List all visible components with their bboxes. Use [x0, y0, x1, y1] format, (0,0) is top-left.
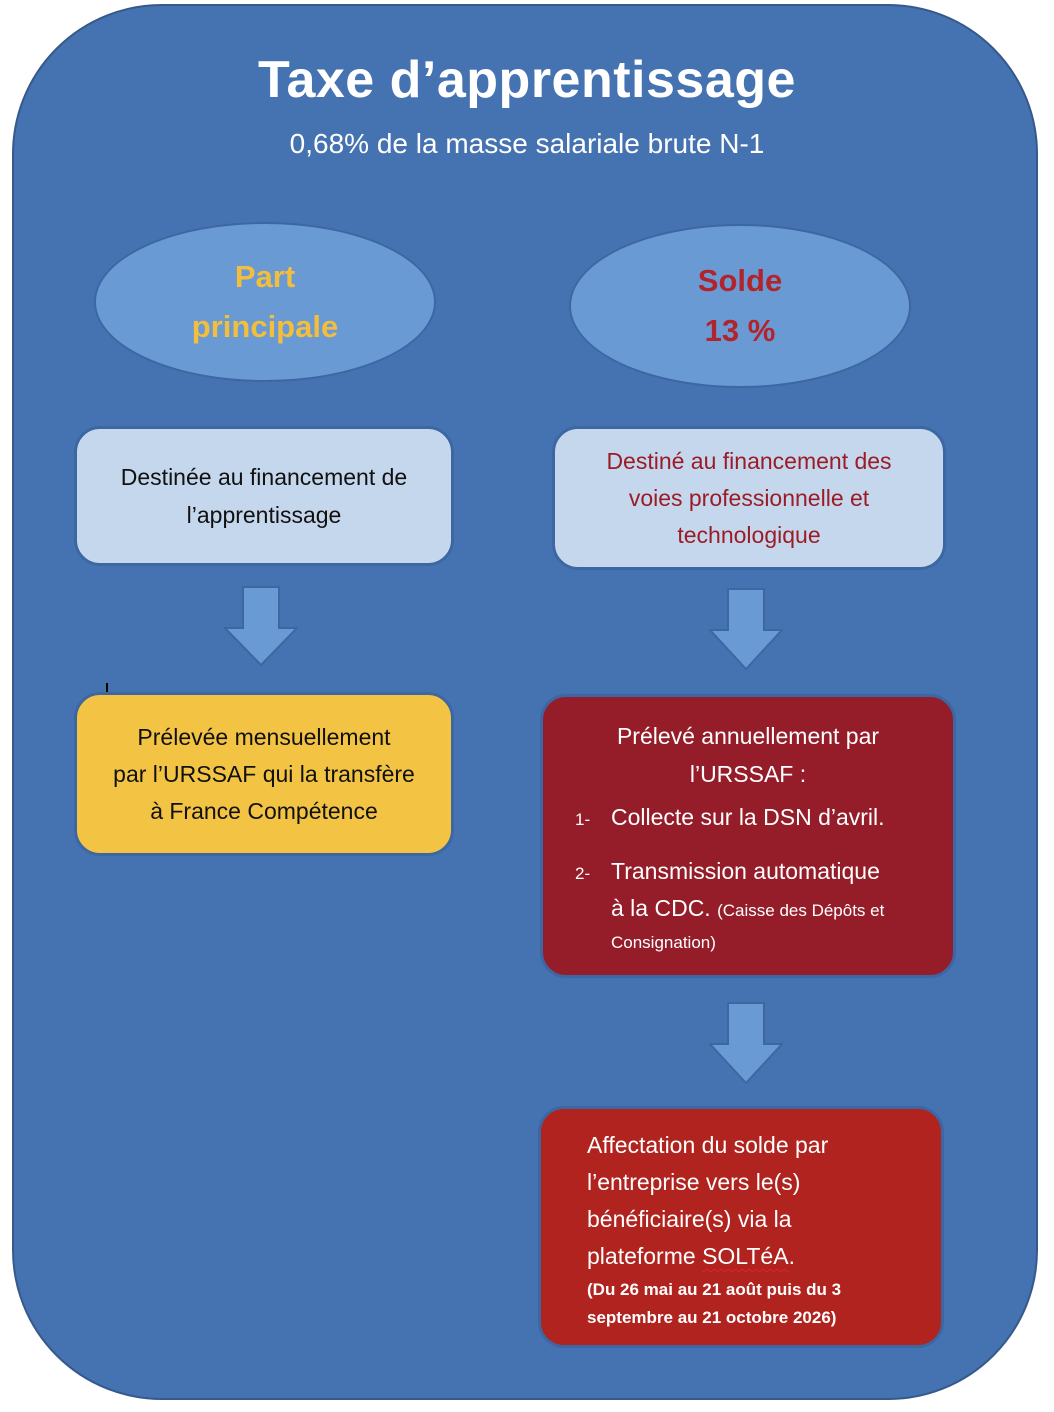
step-number: 1-: [575, 810, 591, 829]
solde-allocation-dates: (Du 26 mai au 21 août puis du 3 septembr…: [587, 1276, 933, 1332]
solde-allocation-line3: bénéficiaire(s) via la: [587, 1206, 792, 1232]
solde-label-line1: Solde: [697, 263, 783, 298]
solde-allocation-box: Affectation du solde par l’entreprise ve…: [538, 1106, 944, 1348]
solde-allocation-text: Affectation du solde par l’entreprise ve…: [587, 1127, 929, 1275]
part-principale-collection-line3: à France Compétence: [150, 797, 378, 824]
solde-allocation-line1: Affectation du solde par: [587, 1132, 829, 1158]
platform-prefix: plateforme: [587, 1243, 703, 1269]
step-text-line2: à la CDC. (Caisse des Dépôts et: [611, 890, 939, 929]
part-principale-label-line1: Part: [234, 259, 296, 294]
step-text: Transmission automatique à la CDC. (Cais…: [611, 853, 939, 957]
part-principale-collection-line2: par l’URSSAF qui la transfère: [113, 760, 415, 787]
solde-collection-box: Prélevé annuellement par l’URSSAF : 1- C…: [540, 694, 956, 978]
platform-suffix: .: [788, 1243, 795, 1269]
solde-allocation-dates-line1: (Du 26 mai au 21 août puis du 3: [587, 1280, 842, 1299]
part-principale-collection-box: Prélevée mensuellement par l’URSSAF qui …: [74, 692, 454, 856]
step-text-line2-main: à la CDC.: [611, 895, 711, 921]
diagram-title: Taxe d’apprentissage: [258, 51, 796, 109]
solde-allocation-dates-line2: septembre au 21 octobre 2026): [587, 1308, 837, 1327]
part-principale-label-line2: principale: [191, 309, 339, 344]
down-arrow-icon-right-1: [709, 588, 783, 670]
solde-collection-heading: Prélevé annuellement par l’URSSAF :: [543, 717, 953, 793]
solde-collection-heading-line2: l’URSSAF :: [689, 761, 807, 787]
part-principale-ellipse: Part principale: [94, 222, 436, 382]
step-number: 2-: [575, 864, 591, 883]
down-arrow-icon-right-2: [709, 1002, 783, 1084]
down-arrow-icon-left: [224, 586, 298, 666]
solde-description-line1: Destiné au financement des: [606, 447, 892, 474]
step-text: Collecte sur la DSN d’avril.: [611, 804, 885, 830]
solde-collection-heading-line1: Prélevé annuellement par: [616, 723, 880, 749]
solde-label-line2: 13 %: [704, 313, 776, 348]
solde-ellipse: Solde 13 %: [569, 224, 911, 388]
solde-allocation-line2: l’entreprise vers le(s): [587, 1169, 801, 1195]
part-principale-description-line1: Destinée au financement de: [120, 464, 408, 490]
part-principale-description-line2: l’apprentissage: [186, 502, 342, 528]
solde-allocation-line4: plateforme SOLTéA.: [587, 1238, 929, 1275]
solde-description-line2: voies professionnelle et: [628, 484, 870, 511]
step-text-line2-note: (Caisse des Dépôts et: [717, 901, 885, 920]
platform-name: SOLTéA: [702, 1243, 789, 1269]
solde-description-box: Destiné au financement des voies profess…: [552, 426, 946, 570]
solde-description-line3: technologique: [677, 521, 821, 548]
step-text-line1: Transmission automatique: [611, 858, 880, 884]
diagram-subtitle: 0,68% de la masse salariale brute N-1: [289, 128, 765, 159]
step-text-line3-note: Consignation): [611, 933, 716, 952]
part-principale-description-box: Destinée au financement de l’apprentissa…: [74, 426, 454, 566]
part-principale-collection-line1: Prélevée mensuellement: [137, 723, 391, 750]
